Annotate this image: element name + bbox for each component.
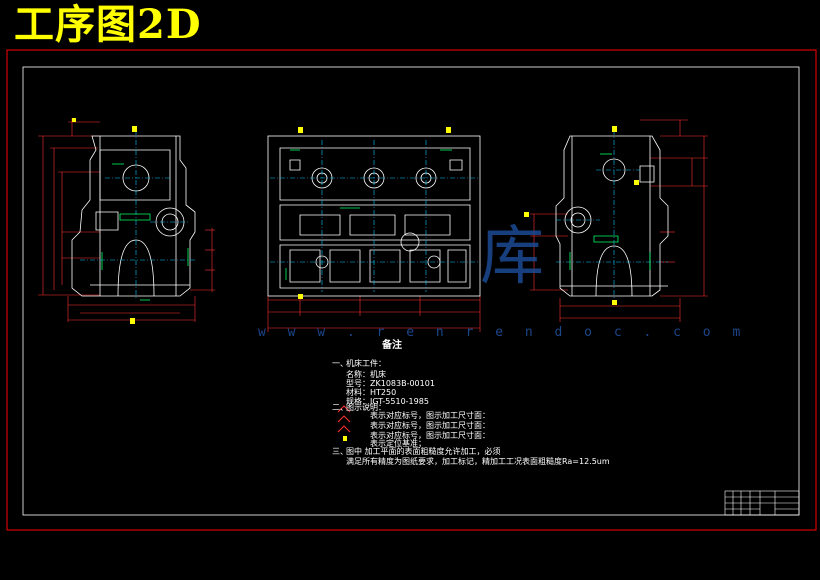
notes-item2-1: 表示对应标号，图示加工尺寸面： [370, 421, 490, 430]
left-view-dimensions [38, 118, 215, 322]
page-title: 工序图2D [14, 1, 202, 48]
notes-section2-label: 二、 [332, 403, 348, 412]
notes-section3-label: 三、 [332, 447, 348, 456]
right-view-dimensions [530, 119, 708, 322]
center-view-hatch [285, 149, 452, 280]
right-view [524, 119, 708, 322]
notes-section1-heading: 机床工件： [346, 359, 386, 368]
notes-item2-0: 表示对应标号，图示加工尺寸面： [370, 411, 490, 420]
left-view [38, 118, 215, 324]
center-view-dimensions [267, 296, 481, 332]
left-view-hatch [101, 163, 189, 301]
notes-heading: 备注 [382, 340, 402, 351]
left-view-outline [71, 135, 196, 297]
right-view-hatch [569, 153, 651, 270]
notes-section1-label: 一、 [332, 359, 348, 368]
notes-item1-1: 型号：ZK1083B-00101 [346, 379, 435, 388]
title-block [724, 490, 800, 516]
right-view-centerlines [556, 130, 668, 300]
watermark-url: w w w . r e n r e n d o c . c o m [258, 325, 748, 340]
outer-frame [6, 49, 817, 531]
notes-symbols [337, 405, 351, 441]
left-view-centerlines [80, 130, 195, 300]
notes-section3-text2: 满足所有精度为图纸要求，加工标记，精加工工况表面粗糙度Ra=12.5um [346, 457, 610, 466]
center-view-markers [298, 127, 451, 299]
inner-frame [22, 66, 800, 516]
notes-section3-text: 图中 加工平面的表面粗糙度允许加工，必须 [346, 447, 501, 456]
right-view-outline [555, 135, 669, 297]
center-view-centerlines [270, 140, 478, 292]
right-view-markers [524, 126, 639, 305]
notes-item1-0: 名称：机床 [346, 370, 386, 379]
center-view [267, 127, 481, 332]
notes-item1-2: 材料：HT250 [346, 388, 397, 397]
notes-item2-3: 表示定位基准； [370, 439, 426, 448]
notes-section2-heading: 图示说明： [346, 403, 386, 412]
notes-item1-3: 规格：JGT-5510-1985 [346, 397, 429, 406]
notes-item2-2: 表示对应标号，图示加工尺寸面： [370, 431, 490, 440]
watermark-logo: 库 [480, 220, 544, 294]
left-view-markers [72, 118, 137, 324]
